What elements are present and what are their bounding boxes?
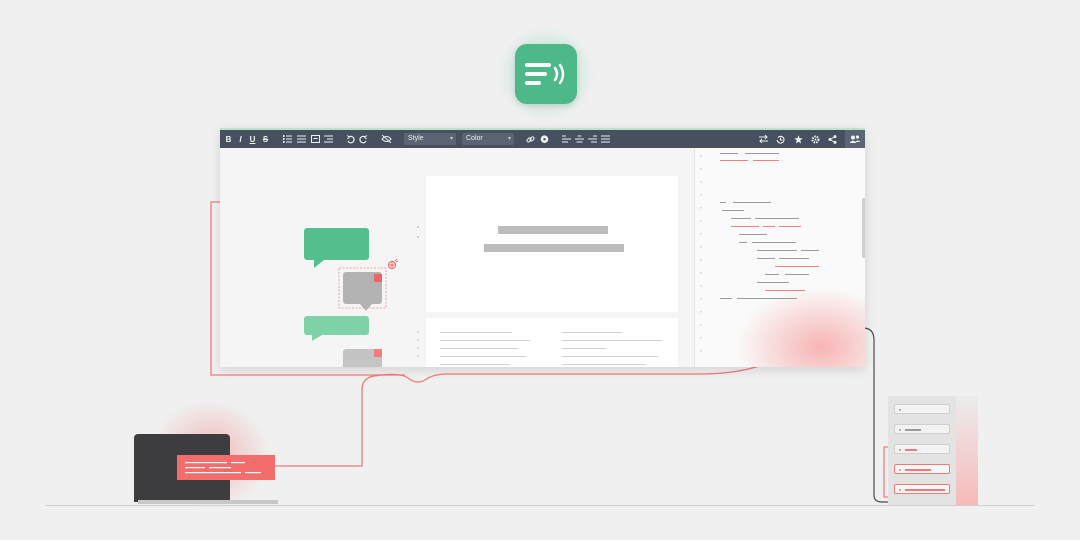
floor-line (46, 505, 1034, 506)
text-line (440, 364, 510, 365)
text-line (440, 340, 530, 341)
ruler-mark (417, 355, 419, 357)
chat-bubble-grey (343, 349, 382, 367)
server-side (956, 396, 978, 506)
comment-add-icon[interactable] (386, 258, 399, 276)
users-button[interactable] (845, 130, 865, 148)
text-line (440, 332, 512, 333)
redo-icon[interactable] (358, 132, 368, 146)
text-line (440, 348, 518, 349)
share-icon[interactable] (827, 132, 837, 146)
users-icon (849, 135, 861, 143)
align-left-icon[interactable] (561, 132, 571, 146)
hide-icon[interactable] (380, 132, 392, 146)
server-row (894, 464, 950, 474)
chevron-down-icon: ▾ (449, 136, 453, 142)
comment-icon[interactable] (539, 132, 549, 146)
underline-button[interactable]: U (249, 134, 256, 144)
color-select-label: Color (466, 135, 483, 142)
server-row (894, 404, 950, 414)
align-right-icon[interactable] (587, 132, 597, 146)
history-icon[interactable] (775, 132, 785, 146)
chat-messages (304, 228, 387, 367)
bold-button[interactable]: B (225, 134, 232, 144)
ruler-mark (417, 226, 419, 228)
code-panel-glow (736, 287, 865, 367)
page-title-placeholder (498, 226, 608, 234)
document-page[interactable] (426, 176, 678, 312)
editor-toolbar: B I U S Style ▾ Color ▾ (220, 128, 865, 148)
strikethrough-button[interactable]: S (262, 134, 269, 144)
code-panel[interactable] (694, 148, 865, 367)
text-line (562, 364, 646, 365)
outdent-icon[interactable] (323, 132, 333, 146)
laptop-message-card (177, 455, 275, 480)
chevron-down-icon: ▾ (507, 136, 511, 142)
italic-button[interactable]: I (239, 134, 242, 144)
chat-bubble-green (304, 228, 369, 268)
text-line (562, 356, 658, 357)
server-row (894, 424, 950, 434)
chat-bubble-green-light (304, 316, 369, 341)
numbered-list-icon[interactable] (282, 132, 292, 146)
swap-icon[interactable] (758, 132, 768, 146)
align-justify-icon[interactable] (600, 132, 610, 146)
app-icon[interactable] (497, 26, 595, 122)
page-subtitle-placeholder (484, 244, 624, 252)
undo-icon[interactable] (345, 132, 355, 146)
code-scrollbar[interactable] (862, 198, 865, 258)
style-select-label: Style (408, 135, 424, 142)
ruler-mark (417, 339, 419, 341)
text-line (440, 356, 526, 357)
text-line (562, 348, 606, 349)
star-icon[interactable] (793, 132, 803, 146)
server-row (894, 444, 950, 454)
bullet-list-icon[interactable] (296, 132, 306, 146)
server (888, 396, 956, 506)
ruler-mark (417, 347, 419, 349)
text-line (562, 332, 622, 333)
align-center-icon[interactable] (574, 132, 584, 146)
gear-icon[interactable] (810, 132, 820, 146)
text-line (562, 340, 662, 341)
transcript-icon (515, 44, 577, 104)
laptop-base (138, 500, 278, 504)
code-lines (700, 153, 819, 352)
message-lines (185, 462, 261, 474)
server-row (894, 484, 950, 494)
ruler-mark (417, 331, 419, 333)
style-select[interactable]: Style ▾ (404, 133, 456, 145)
indent-icon[interactable] (310, 132, 320, 146)
chat-bubble-grey-selected (338, 267, 387, 311)
link-icon[interactable] (525, 132, 535, 146)
color-select[interactable]: Color ▾ (462, 133, 514, 145)
document-page[interactable] (426, 318, 678, 367)
editor-window: B I U S Style ▾ Color ▾ (220, 128, 865, 367)
ruler-mark (417, 236, 419, 238)
